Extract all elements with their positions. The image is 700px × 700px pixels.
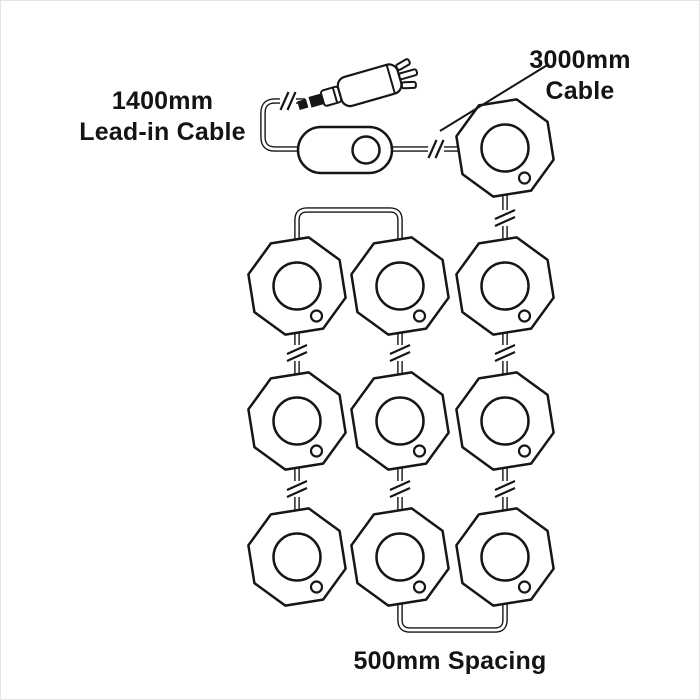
- cable-break-icon: [427, 139, 445, 159]
- plug-connector-detail: [331, 87, 339, 104]
- fixture-lens: [480, 396, 530, 446]
- cable-break-icon: [286, 479, 308, 499]
- screw-hole: [412, 444, 427, 458]
- plug-face-line: [385, 64, 396, 94]
- cable-break-icon: [279, 91, 297, 111]
- plug-pin: [395, 58, 411, 71]
- lead-in-cable-label-line1: 1400mm: [111, 87, 214, 115]
- lead-in-cable-label: 1400mm Lead-in Cable: [55, 86, 270, 148]
- cable-length-label: 3000mm Cable: [500, 45, 660, 107]
- spacing-label: 500mm Spacing: [315, 646, 585, 677]
- screw-hole: [412, 580, 427, 594]
- cable-break-icon: [494, 343, 516, 363]
- light-fixture: [350, 236, 450, 336]
- lead-in-cable-label-line2: Lead-in Cable: [79, 118, 246, 146]
- cable-break-icon: [494, 479, 516, 499]
- screw-hole: [412, 309, 427, 323]
- cable-length-label-line1: 3000mm: [529, 46, 631, 74]
- light-fixture: [247, 236, 347, 336]
- cable-breaks-layer: [279, 91, 516, 499]
- cable-length-label-line2: Cable: [545, 77, 615, 105]
- screw-hole: [309, 309, 324, 323]
- screw-hole: [517, 171, 532, 185]
- plug-pin: [398, 68, 419, 81]
- screw-hole: [309, 444, 324, 458]
- screw-hole: [517, 309, 532, 323]
- plug-pins: [395, 58, 419, 90]
- spacing-label-text: 500mm Spacing: [353, 647, 547, 675]
- cable-core: [398, 597, 507, 632]
- cable-break-icon: [389, 479, 411, 499]
- fixture-lens: [480, 532, 530, 582]
- light-fixture: [350, 371, 450, 471]
- cable-gland: [308, 93, 325, 108]
- driver-icon: [296, 125, 394, 175]
- cable-break-icon: [389, 343, 411, 363]
- light-fixture: [455, 236, 555, 336]
- screw-hole: [517, 444, 532, 458]
- cable-core: [295, 208, 402, 246]
- light-fixture: [247, 371, 347, 471]
- cable-gland: [297, 98, 309, 110]
- screw-hole: [517, 580, 532, 594]
- plug-pin: [400, 80, 417, 90]
- fixture-lens: [480, 261, 530, 311]
- screw-hole: [309, 580, 324, 594]
- lights-layer: [247, 98, 555, 607]
- light-fixture: [350, 507, 450, 607]
- light-fixture: [455, 98, 555, 198]
- cable-break-icon: [286, 343, 308, 363]
- light-fixture: [247, 507, 347, 607]
- fixture-lens: [272, 396, 322, 446]
- light-fixture: [455, 371, 555, 471]
- cable-core: [261, 99, 305, 151]
- label-pointer-line: [439, 63, 550, 132]
- fixture-lens: [375, 532, 425, 582]
- pointer-layer: [439, 63, 550, 132]
- plug-icon: [297, 58, 419, 110]
- fixture-lens: [272, 532, 322, 582]
- light-fixture: [455, 507, 555, 607]
- driver-socket: [351, 135, 381, 165]
- cable-break-icon: [494, 208, 516, 228]
- fixture-lens: [480, 123, 530, 173]
- fixture-lens: [375, 261, 425, 311]
- fixture-lens: [272, 261, 322, 311]
- fixture-lens: [375, 396, 425, 446]
